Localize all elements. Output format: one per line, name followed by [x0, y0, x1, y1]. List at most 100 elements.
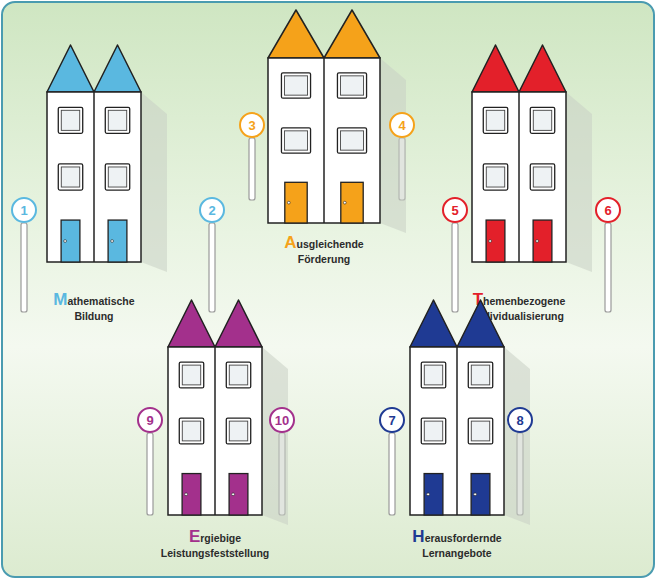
- callout-number: 3: [239, 112, 265, 138]
- house-door: [61, 220, 80, 262]
- house-roof: [324, 10, 380, 58]
- house-drawing: [268, 10, 380, 223]
- signpost-pole: [452, 223, 458, 312]
- house-door: [229, 474, 248, 515]
- house-door: [108, 220, 127, 262]
- door-knob: [474, 493, 477, 496]
- house-door: [533, 220, 552, 262]
- house-roof: [519, 45, 566, 92]
- house-divider: [323, 58, 325, 223]
- house-divider: [93, 92, 95, 262]
- callout-number: 6: [595, 197, 621, 223]
- signpost-pole: [147, 433, 153, 515]
- house-shadow: [141, 92, 167, 272]
- house-window: [179, 418, 203, 444]
- callout-number: 2: [199, 197, 225, 223]
- callout-number: 9: [137, 407, 163, 433]
- house-window-pane: [471, 421, 489, 441]
- house-window: [421, 418, 445, 444]
- house-window-pane: [486, 110, 504, 130]
- house-window: [226, 362, 250, 388]
- house-shadow: [380, 58, 406, 233]
- house-window-pane: [471, 365, 489, 385]
- house-divider: [214, 347, 216, 515]
- callout-number: 5: [442, 197, 468, 223]
- door-knob: [427, 493, 430, 496]
- house-window-pane: [61, 167, 79, 187]
- house-door: [424, 474, 443, 515]
- house-shadow: [262, 347, 288, 525]
- door-knob: [185, 493, 188, 496]
- house-caption: Ergiebige Leistungsfeststellung: [161, 527, 270, 560]
- number-text: 5: [451, 204, 458, 217]
- house-body: [47, 92, 141, 262]
- house-window: [226, 418, 250, 444]
- house-window-pane: [533, 167, 551, 187]
- signpost-pole: [605, 223, 611, 312]
- house-door: [471, 474, 490, 515]
- house-door: [182, 474, 201, 515]
- house-window-pane: [424, 365, 442, 385]
- house-roof: [410, 300, 457, 347]
- house-divider: [518, 92, 520, 262]
- number-text: 8: [516, 414, 523, 427]
- number-text: 2: [208, 204, 215, 217]
- door-knob: [64, 240, 67, 243]
- house-window-pane: [340, 76, 363, 95]
- house-window-pane: [229, 421, 247, 441]
- house-shadow: [504, 347, 530, 525]
- number-text: 6: [604, 204, 611, 217]
- house-drawing: [47, 45, 141, 262]
- house-caption: Mathematische Bildung: [53, 290, 134, 323]
- house-window: [421, 362, 445, 388]
- house-node: Herausfordernde Lernangebote: [410, 300, 504, 515]
- house-window: [337, 128, 366, 153]
- house-drawing: [472, 45, 566, 262]
- house-body: [168, 347, 262, 515]
- house-window-pane: [533, 110, 551, 130]
- callout-number: 1: [11, 197, 37, 223]
- house-caption: Herausfordernde Lernangebote: [412, 527, 501, 560]
- number-text: 4: [398, 119, 405, 132]
- house-window-pane: [284, 76, 307, 95]
- house-window: [483, 107, 507, 133]
- house-window-pane: [61, 110, 79, 130]
- house-node: Themenbezogene Individualisierung: [472, 45, 566, 262]
- house-roof: [457, 300, 504, 347]
- house-drawing: [410, 300, 504, 515]
- signpost-pole: [389, 433, 395, 515]
- house-window: [483, 164, 507, 190]
- house-window-pane: [486, 167, 504, 187]
- house-door: [285, 182, 307, 223]
- house-window: [281, 128, 310, 153]
- house-window: [530, 164, 554, 190]
- house-node: Ergiebige Leistungsfeststellung: [168, 300, 262, 515]
- callout-number: 10: [269, 407, 295, 433]
- number-text: 7: [388, 414, 395, 427]
- door-knob: [232, 493, 235, 496]
- house-roof: [472, 45, 519, 92]
- house-window: [468, 418, 492, 444]
- house-body: [410, 347, 504, 515]
- house-window: [468, 362, 492, 388]
- house-window-pane: [182, 365, 200, 385]
- house-window: [179, 362, 203, 388]
- house-window: [58, 107, 82, 133]
- house-body: [268, 58, 380, 223]
- house-window-pane: [182, 421, 200, 441]
- house-body: [472, 92, 566, 262]
- house-window: [530, 107, 554, 133]
- house-roof: [47, 45, 94, 92]
- callout-number: 8: [507, 407, 533, 433]
- house-window-pane: [424, 421, 442, 441]
- house-window-pane: [340, 131, 363, 150]
- house-roof: [268, 10, 324, 58]
- number-text: 9: [146, 414, 153, 427]
- house-door: [341, 182, 363, 223]
- callout-number: 7: [379, 407, 405, 433]
- house-roof: [94, 45, 141, 92]
- number-text: 3: [248, 119, 255, 132]
- house-caption: Ausgleichende Förderung: [284, 233, 363, 266]
- house-node: Ausgleichende Förderung: [268, 10, 380, 223]
- house-window-pane: [108, 110, 126, 130]
